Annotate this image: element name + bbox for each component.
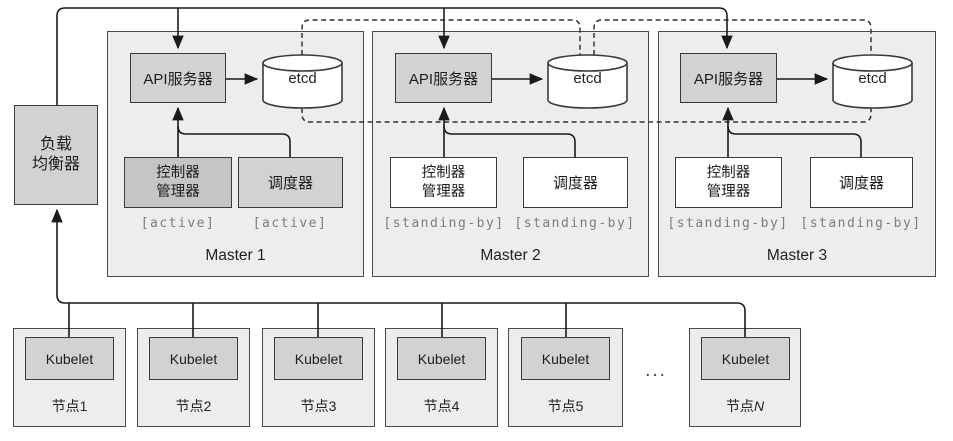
scheduler-box-1: 调度器: [238, 157, 343, 208]
node-2-label-text: 节点2: [175, 398, 212, 414]
node-n-label: 节点N: [689, 396, 801, 416]
scheduler-status-1: [active]: [252, 216, 328, 231]
node-5-label: 节点5: [508, 396, 623, 416]
kubelet-box-3: Kubelet: [274, 337, 363, 380]
api-server-box-1: API服务器: [130, 53, 226, 103]
node-4-label: 节点4: [385, 396, 498, 416]
master-2-label: Master 2: [480, 247, 541, 264]
master-3-label: Master 3: [766, 247, 828, 264]
controller-status-3: [standing-by]: [667, 216, 789, 231]
node-3-label-text: 节点3: [300, 398, 337, 414]
controller-manager-box-3: 控制器 管理器: [675, 157, 782, 208]
node-3-label: 节点3: [262, 396, 375, 416]
kubelet-box-5: Kubelet: [521, 337, 610, 380]
scheduler-status-3: [standing-by]: [800, 216, 922, 231]
scheduler-box-2: 调度器: [523, 157, 628, 208]
api-server-box-2: API服务器: [395, 53, 492, 103]
etcd-label-3: etcd: [858, 70, 887, 87]
master-1-label: Master 1: [205, 247, 266, 264]
node-n-label-text: 节点: [725, 398, 754, 414]
scheduler-box-3: 调度器: [810, 157, 913, 208]
nodes-ellipsis: ...: [645, 360, 667, 381]
api-server-box-3: API服务器: [680, 53, 777, 103]
controller-status-1: [active]: [140, 216, 216, 231]
scheduler-status-2: [standing-by]: [514, 216, 636, 231]
node-1-label-text: 节点1: [51, 398, 88, 414]
controller-manager-box-1: 控制器 管理器: [124, 157, 232, 208]
node-2-label: 节点2: [137, 396, 250, 416]
load-balancer-box: 负载 均衡器: [14, 105, 98, 205]
controller-manager-box-2: 控制器 管理器: [390, 157, 497, 208]
node-n-label-suffix: N: [753, 398, 765, 414]
kubelet-box-4: Kubelet: [397, 337, 486, 380]
kubelet-box-2: Kubelet: [149, 337, 238, 380]
node-1-label: 节点1: [13, 396, 126, 416]
node-5-label-text: 节点5: [547, 398, 584, 414]
kubelet-box-1: Kubelet: [25, 337, 114, 380]
controller-status-2: [standing-by]: [383, 216, 505, 231]
kubelet-box-n: Kubelet: [701, 337, 790, 380]
etcd-label-1: etcd: [288, 70, 317, 87]
node-4-label-text: 节点4: [423, 398, 460, 414]
etcd-label-2: etcd: [573, 70, 602, 87]
